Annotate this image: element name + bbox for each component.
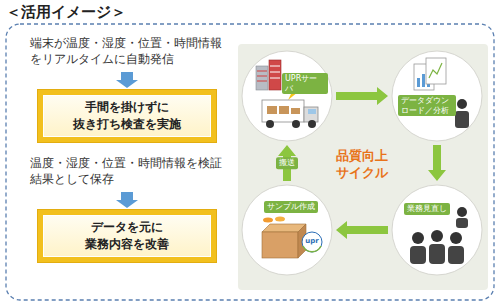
cycle-arrow: [336, 87, 388, 105]
cycle-step-circle: データダウンロード／分析: [392, 51, 482, 141]
cycle-step-circle: サンプル作成: [242, 185, 332, 275]
dashed-frame: [6, 24, 494, 300]
meeting-icon: [410, 207, 468, 264]
cycle-step-circle: 業務見直し: [392, 185, 482, 275]
step-note: 温度・湿度・位置・時間情報を検証結果として保存: [30, 156, 228, 187]
step-note: 端末が温度・湿度・位置・時間情報をリアルタイムに自動発信: [30, 36, 228, 67]
cycle-title: 品質向上 サイクル: [332, 148, 392, 182]
logo-text: upr: [302, 237, 322, 246]
result-box: 手間を掛けずに 抜き打ち検査を実施: [38, 90, 216, 142]
edge-label: 搬送: [276, 157, 298, 169]
step-label: 業務見直し: [404, 203, 450, 215]
box-text: 手間を掛けずに 抜き打ち検査を実施: [51, 99, 203, 133]
box-text: データを元に 業務内容を改善: [51, 219, 203, 253]
cycle-step-circle: UPRサーバ: [242, 51, 332, 141]
result-box: データを元に 業務内容を改善: [38, 210, 216, 262]
diagram-title: ＜活用イメージ＞: [6, 3, 126, 22]
step-label: データダウンロード／分析: [398, 95, 456, 116]
down-arrow: [116, 192, 138, 208]
step-label: サンプル作成: [264, 201, 318, 213]
cycle-circles: [242, 51, 482, 275]
cycle-arrow: [336, 221, 388, 239]
down-arrow: [116, 72, 138, 88]
cycle-arrow: [428, 145, 446, 181]
cycle-panel: [238, 44, 488, 290]
analysis-icon: [414, 58, 469, 128]
step-label: UPRサーバ: [282, 73, 328, 94]
sample-box-icon: [262, 217, 322, 259]
